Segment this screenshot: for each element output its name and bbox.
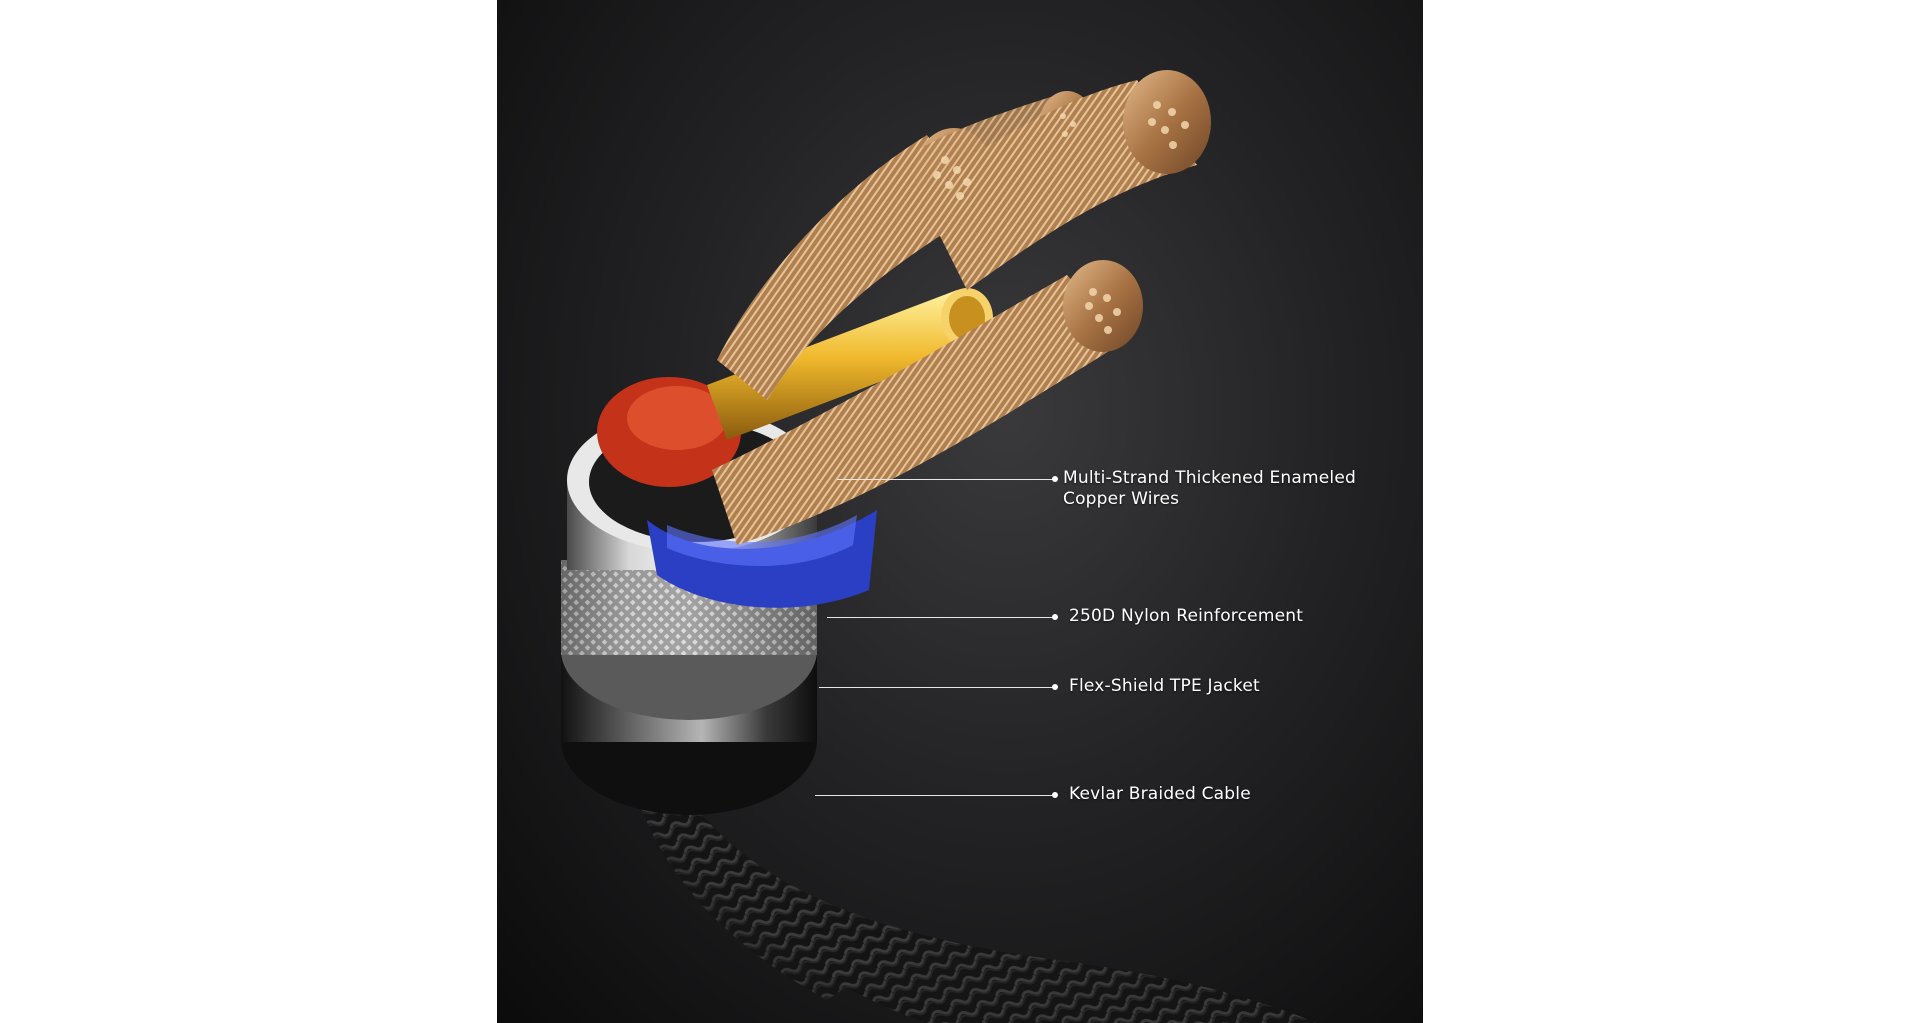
tpe-callout-line (819, 687, 1055, 688)
copper-wires-label: Multi-Strand Thickened Enameled Copper W… (1063, 468, 1356, 510)
copper-callout-dot (1052, 476, 1058, 482)
kevlar-callout-line (815, 795, 1055, 796)
copper-callout-line (837, 479, 1055, 480)
product-image: Multi-Strand Thickened Enameled Copper W… (497, 0, 1423, 1023)
copper-wires-label-line2: Copper Wires (1063, 489, 1180, 509)
nylon-reinforcement-label: 250D Nylon Reinforcement (1069, 606, 1304, 626)
tpe-callout-dot (1052, 684, 1058, 690)
cable-cross-section-illustration (561, 70, 1317, 1023)
tpe-jacket-label: Flex-Shield TPE Jacket (1069, 676, 1260, 696)
kevlar-braided-label: Kevlar Braided Cable (1069, 784, 1251, 804)
nylon-callout-dot (1052, 614, 1058, 620)
nylon-callout-line (827, 617, 1055, 618)
copper-wires-label-line1: Multi-Strand Thickened Enameled (1063, 468, 1357, 488)
kevlar-callout-dot (1052, 792, 1058, 798)
